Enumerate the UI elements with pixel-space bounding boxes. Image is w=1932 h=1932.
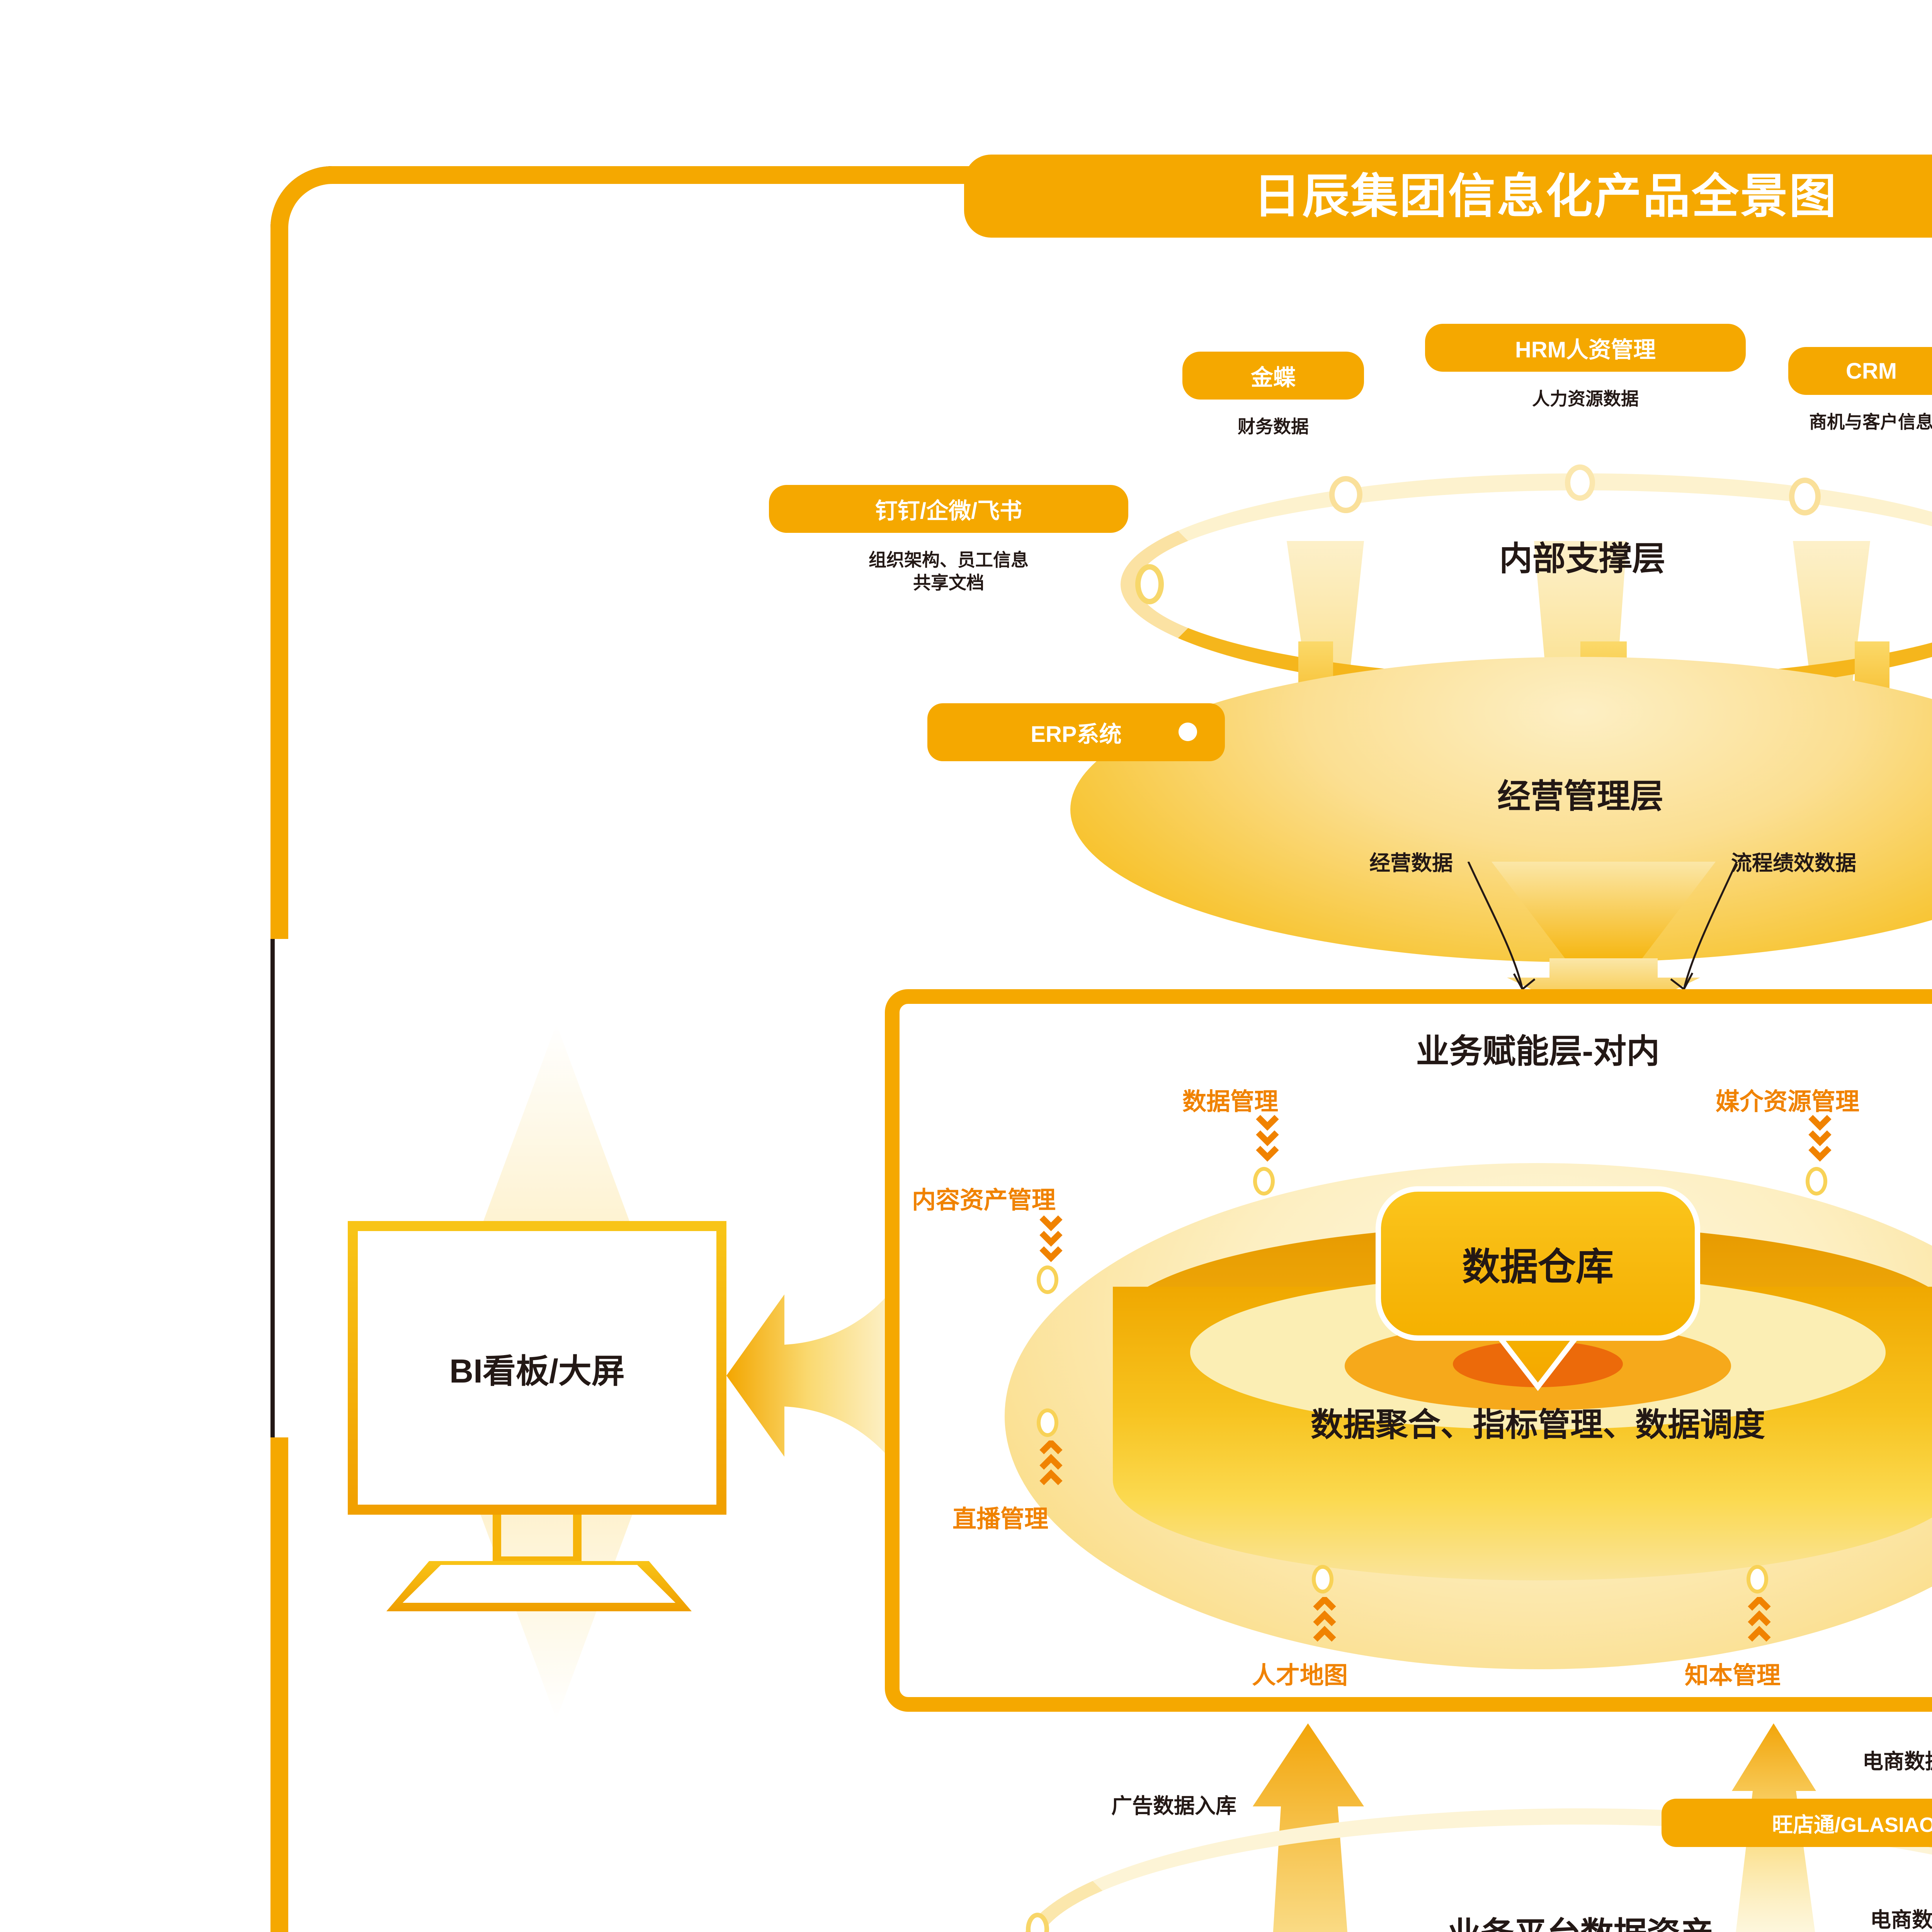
- page-title-text: 日辰集团信息化产品全景图: [1253, 170, 1838, 223]
- node-talent-map: [1312, 1565, 1333, 1594]
- pill-crm[interactable]: CRM: [1788, 347, 1932, 395]
- data-warehouse-label: 数据仓库: [1462, 1245, 1614, 1288]
- caption-jindie: 财务数据: [1238, 417, 1309, 437]
- pill-erp-system[interactable]: ERP系统: [927, 703, 1225, 761]
- pill-label: HRM人资管理: [1515, 337, 1656, 362]
- satellite-label-live-management[interactable]: 直播管理: [952, 1506, 1049, 1532]
- core-caption: 数据聚合、指标管理、数据调度: [1310, 1406, 1765, 1443]
- arrow-to-bi: [726, 1267, 908, 1484]
- caption-dingding: 组织架构、员工信息共享文档: [869, 550, 1029, 593]
- chevron-data-management: [1256, 1115, 1279, 1162]
- pill-label: 旺店通/GLASIAOUS: [1772, 1813, 1932, 1837]
- platform-title: 业务平台数据资产: [1020, 1907, 1932, 1932]
- node-knowledge-management: [1747, 1565, 1768, 1594]
- chevron-live-management: [1039, 1440, 1063, 1485]
- frame-cap-top: [649, 166, 665, 184]
- caption-hrm: 人力资源数据: [1532, 389, 1639, 409]
- ring-node-hrm: [1565, 464, 1595, 501]
- data-warehouse-badge[interactable]: 数据仓库: [1376, 1186, 1700, 1341]
- node-data-management: [1253, 1167, 1275, 1196]
- flow-label-ecom-data-ingest: 电商数据入库: [1862, 1750, 1932, 1773]
- pill-label: 金蝶: [1250, 365, 1296, 390]
- satellite-label-knowledge-management[interactable]: 知本管理: [1685, 1662, 1781, 1689]
- ring-node-jindie: [1329, 476, 1362, 513]
- bi-dashboard-screen[interactable]: BI看板/大屏: [348, 1221, 726, 1515]
- satellite-label-content-asset[interactable]: 内容资产管理: [912, 1187, 1056, 1214]
- chevron-media-resource: [1808, 1115, 1832, 1162]
- node-live-management: [1037, 1408, 1058, 1437]
- satellite-label-data-management[interactable]: 数据管理: [1182, 1088, 1279, 1115]
- flow-label-ad-data-ingest: 广告数据入库: [1111, 1794, 1236, 1818]
- chevron-content-asset: [1039, 1215, 1063, 1262]
- node-media-resource: [1806, 1167, 1827, 1196]
- ring-node-dingding: [1135, 564, 1164, 604]
- flow-label-process-performance-data: 流程绩效数据: [1731, 852, 1856, 875]
- pill-hrm[interactable]: HRM人资管理: [1425, 324, 1746, 372]
- outer-frame-orange-bottom: [270, 1437, 1449, 1932]
- management-layer-title: 经营管理层: [1497, 778, 1663, 815]
- pill-label: 钉钉/企微/飞书: [875, 498, 1022, 524]
- pill-label: CRM: [1845, 358, 1897, 384]
- flow-label-operating-data: 经营数据: [1369, 852, 1453, 875]
- page-title: 日辰集团信息化产品全景图: [964, 155, 1932, 238]
- pill-jindie[interactable]: 金蝶: [1182, 352, 1364, 400]
- chevron-talent-map: [1313, 1597, 1336, 1642]
- satellite-label-talent-map[interactable]: 人才地图: [1252, 1662, 1348, 1689]
- erp-dot-icon: [1179, 723, 1197, 741]
- ring-node-crm: [1789, 478, 1821, 515]
- satellite-label-media-resource[interactable]: 媒介资源管理: [1716, 1088, 1860, 1115]
- node-content-asset: [1037, 1265, 1058, 1294]
- pill-label: ERP系统: [1031, 722, 1122, 747]
- pill-wangdiantong-glasiaous[interactable]: 旺店通/GLASIAOUS: [1662, 1799, 1932, 1847]
- monitor-neck: [493, 1515, 582, 1565]
- support-layer-title: 内部支撑层: [1499, 540, 1665, 577]
- monitor-base-inner: [403, 1565, 675, 1603]
- bi-dashboard-label: BI看板/大屏: [449, 1352, 625, 1390]
- caption-crm: 商机与客户信息: [1809, 412, 1932, 432]
- pill-dingding-qiwei-feishu[interactable]: 钉钉/企微/飞书: [769, 485, 1128, 533]
- internal-enablement-title: 业务赋能层-对内: [1416, 1033, 1660, 1070]
- chevron-knowledge-management: [1748, 1597, 1771, 1642]
